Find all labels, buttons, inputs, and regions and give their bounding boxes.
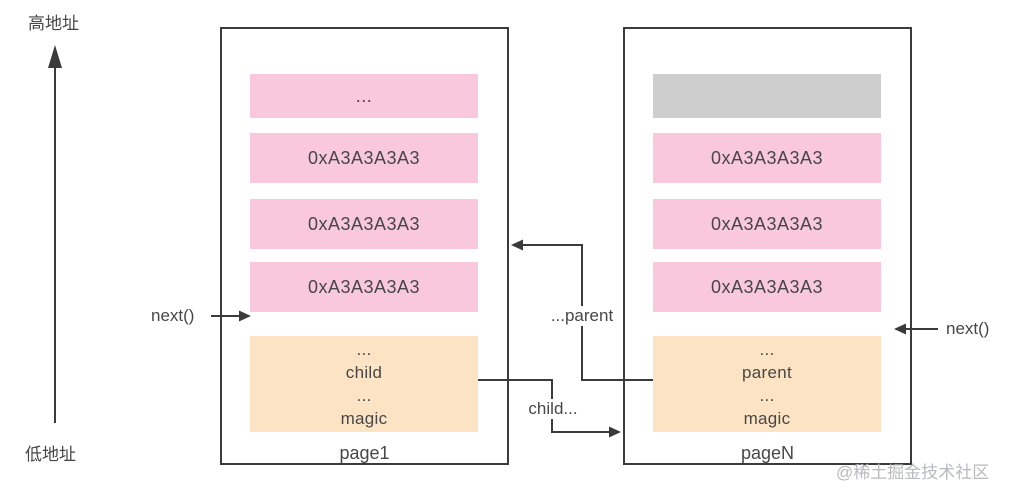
memory-block-ellipsis: ...	[250, 74, 478, 118]
watermark: @稀土掘金技术社区	[836, 463, 990, 482]
pagen-header-block: ... parent ... magic	[653, 336, 881, 432]
header-line: ...	[356, 386, 372, 405]
memory-block-poison: 0xA3A3A3A3	[653, 262, 881, 312]
header-line-parent-field: parent	[741, 363, 792, 382]
child-pointer-label: child...	[525, 399, 581, 419]
header-line-child-field: child	[345, 363, 383, 382]
memory-block-poison: 0xA3A3A3A3	[250, 133, 478, 183]
pagen-box: 0xA3A3A3A3 0xA3A3A3A3 0xA3A3A3A3 ... par…	[623, 27, 912, 465]
memory-block-gray	[653, 74, 881, 118]
memory-block-poison: 0xA3A3A3A3	[250, 199, 478, 249]
memory-block-poison: 0xA3A3A3A3	[653, 199, 881, 249]
memory-block-poison: 0xA3A3A3A3	[653, 133, 881, 183]
page1-header-block: ... child ... magic	[250, 336, 478, 432]
header-line-magic-field: magic	[340, 409, 388, 428]
page1-name-label: page1	[339, 443, 390, 463]
memory-block-poison: 0xA3A3A3A3	[250, 262, 478, 312]
next-label-right: next()	[946, 319, 990, 338]
address-axis-arrow	[48, 45, 62, 423]
high-address-label: 高地址	[28, 14, 79, 33]
header-line: ...	[356, 340, 372, 359]
header-line: ...	[759, 386, 775, 405]
header-line-magic-field: magic	[743, 409, 791, 428]
low-address-label: 低地址	[25, 445, 76, 464]
next-label-left: next()	[151, 306, 195, 325]
page1-box: ... 0xA3A3A3A3 0xA3A3A3A3 0xA3A3A3A3 ...…	[220, 27, 509, 465]
header-line: ...	[759, 340, 775, 359]
pagen-name-label: pageN	[740, 443, 795, 463]
parent-pointer-label: ...parent	[547, 306, 617, 326]
